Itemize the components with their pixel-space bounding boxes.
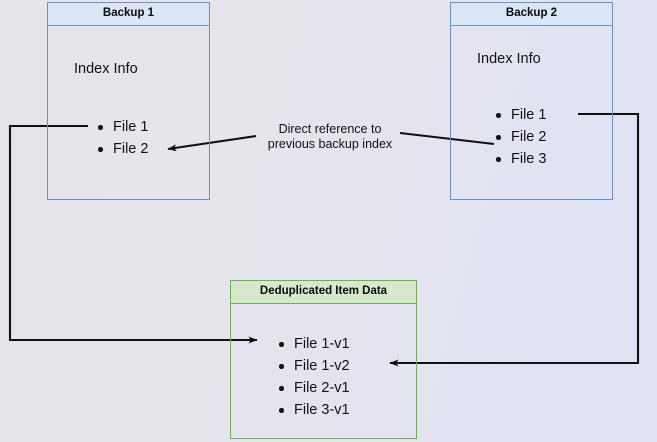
node-backup2-file-list: File 1 File 2 File 3 (495, 104, 546, 170)
list-item[interactable]: File 3-v1 (278, 399, 350, 421)
node-backup1-header: Backup 1 (48, 3, 209, 26)
node-backup2-header: Backup 2 (451, 3, 612, 26)
node-deduplicated-item-data[interactable]: Deduplicated Item Data File 1-v1 File 1-… (230, 280, 417, 439)
node-dedup-file-list: File 1-v1 File 1-v2 File 2-v1 File 3-v1 (278, 333, 350, 421)
node-backup2[interactable]: Backup 2 Index Info File 1 File 2 File 3 (450, 2, 613, 200)
list-item[interactable]: File 2-v1 (278, 377, 350, 399)
list-item[interactable]: File 1-v1 (278, 333, 350, 355)
edge-label-line-2: previous backup index (267, 137, 393, 151)
list-item[interactable]: File 1 (97, 116, 148, 138)
node-dedup-header: Deduplicated Item Data (231, 281, 416, 304)
list-item[interactable]: File 2 (495, 126, 546, 148)
node-backup2-index-label: Index Info (477, 51, 541, 67)
node-backup1[interactable]: Backup 1 Index Info File 1 File 2 (47, 2, 210, 200)
node-backup1-index-label: Index Info (74, 61, 138, 77)
edge-label-line-1: Direct reference to (278, 122, 382, 136)
list-item[interactable]: File 1-v2 (278, 355, 350, 377)
list-item[interactable]: File 3 (495, 148, 546, 170)
list-item[interactable]: File 1 (495, 104, 546, 126)
list-item[interactable]: File 2 (97, 138, 148, 160)
node-backup1-file-list: File 1 File 2 (97, 116, 148, 160)
edge-label-direct-reference: Direct reference to previous backup inde… (262, 122, 398, 152)
